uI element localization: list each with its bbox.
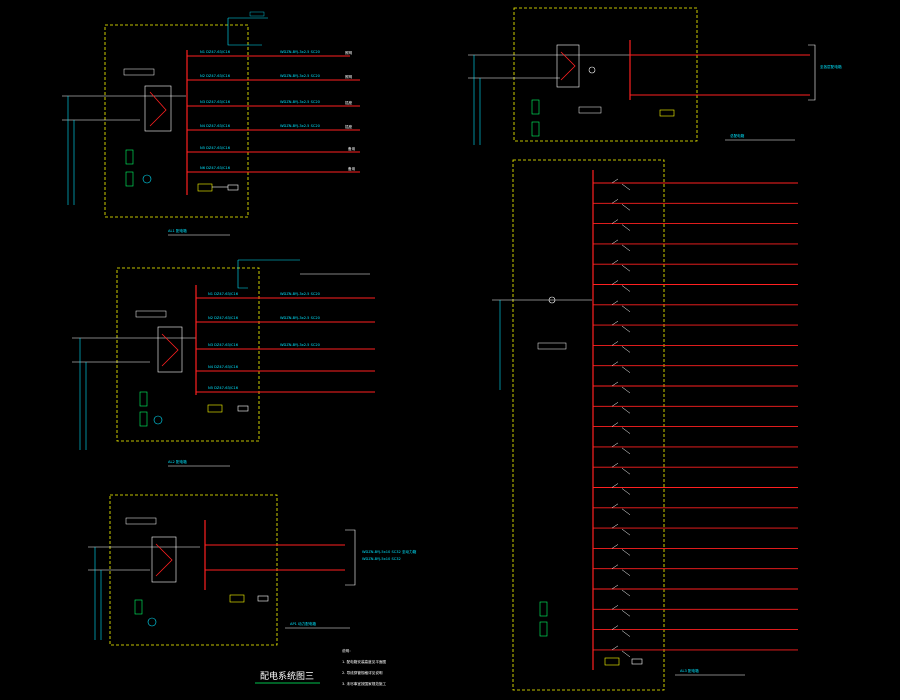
panel-a-meters	[125, 149, 152, 187]
svg-text:1. 配电箱安装高度见平面图: 1. 配电箱安装高度见平面图	[342, 659, 387, 664]
svg-text:N2 DZ47-63/C16: N2 DZ47-63/C16	[200, 74, 231, 78]
panel-e-caption: AL3 配电箱	[680, 668, 699, 673]
svg-text:N4 DZ47-63/C16: N4 DZ47-63/C16	[200, 124, 231, 128]
svg-text:N3 DZ47-63/C16: N3 DZ47-63/C16	[208, 343, 239, 347]
panel-e-breaker-symbol	[611, 523, 631, 536]
panel-e-breaker-symbol	[611, 544, 631, 556]
svg-text:WDZN-BYJ-3x2.5 SC20: WDZN-BYJ-3x2.5 SC20	[280, 100, 321, 104]
svg-text:照明: 照明	[345, 74, 353, 79]
panel-a-incoming-risers	[67, 96, 75, 205]
panel-c-caption: AP1 动力配电箱	[290, 621, 316, 626]
panel-b-branch-lines	[196, 297, 375, 393]
svg-text:N5 DZ47-63/C16: N5 DZ47-63/C16	[200, 146, 231, 150]
panel-a: N1 DZ47-63/C16 WDZN-BYJ-3x2.5 SC20 N2 DZ…	[62, 11, 360, 236]
svg-text:WDZN-BYJ-3x2.5 SC20: WDZN-BYJ-3x2.5 SC20	[280, 50, 321, 54]
panel-e-breaker-symbol	[611, 503, 631, 515]
panel-e-breaker-symbol	[611, 564, 631, 576]
svg-text:说明：: 说明：	[342, 648, 353, 653]
panel-a-top-feed	[227, 17, 268, 46]
panel-e-breaker-symbol	[611, 645, 631, 658]
panel-a-label-box	[123, 68, 155, 76]
svg-text:插座: 插座	[345, 100, 353, 105]
panel-e-breaker-symbol	[611, 381, 631, 394]
svg-text:WDZN-BYJ-5x10 SC32: WDZN-BYJ-5x10 SC32	[362, 557, 401, 561]
panel-e-branch-labels	[611, 178, 631, 658]
panel-e-breaker-symbol	[611, 199, 631, 211]
panel-e-breaker-symbol	[611, 259, 631, 272]
svg-text:N2 DZ47-63/C16: N2 DZ47-63/C16	[208, 316, 239, 320]
panel-e-breaker-symbol	[611, 605, 631, 617]
panel-e-breaker-symbol	[611, 239, 631, 252]
svg-text:WDZN-BYJ-3x2.5 SC20: WDZN-BYJ-3x2.5 SC20	[280, 343, 321, 347]
svg-text:N5 DZ47-63/C16: N5 DZ47-63/C16	[208, 386, 239, 390]
notes-block: 说明： 1. 配电箱安装高度见平面图 2. 导线穿管规格详见说明 3. 未尽事宜…	[342, 648, 387, 686]
svg-text:插座: 插座	[345, 124, 353, 129]
panel-a-branch-lines	[187, 55, 360, 173]
svg-text:N6 DZ47-63/C16: N6 DZ47-63/C16	[200, 166, 231, 170]
panel-e-breaker-symbol	[611, 300, 631, 312]
panel-e-breaker-symbol	[611, 422, 631, 434]
panel-e-breaker-symbol	[611, 219, 631, 231]
panel-d-caption: 总配电箱	[730, 133, 745, 138]
panel-e-breaker-symbol	[611, 442, 631, 455]
svg-text:N1 DZ47-63/C16: N1 DZ47-63/C16	[208, 292, 239, 296]
drawing-title: 配电系统图三	[260, 670, 314, 682]
panel-e: AL3 配电箱	[492, 159, 798, 691]
panel-e-breaker-symbol	[611, 280, 631, 292]
panel-a-incoming	[62, 95, 186, 121]
panel-e-breaker-symbol	[611, 584, 631, 597]
svg-text:照明: 照明	[345, 50, 353, 55]
svg-text:至各层配电箱: 至各层配电箱	[820, 64, 842, 69]
panel-e-breaker-symbol	[611, 625, 631, 637]
panel-e-breaker-symbol	[611, 483, 631, 495]
panel-b-border	[116, 267, 260, 442]
panel-d: 至各层配电箱 总配电箱	[468, 7, 842, 145]
panel-e-breaker-symbol	[611, 402, 631, 414]
panel-e-breaker-symbol	[611, 178, 631, 191]
svg-text:备用: 备用	[348, 166, 356, 171]
svg-text:N3 DZ47-63/C16: N3 DZ47-63/C16	[200, 100, 231, 104]
panel-b-caption: AL2 配电箱	[168, 459, 187, 464]
svg-text:N1 DZ47-63/C16: N1 DZ47-63/C16	[200, 50, 231, 54]
svg-text:WDZN-BYJ-3x2.5 SC20: WDZN-BYJ-3x2.5 SC20	[280, 292, 321, 296]
panel-e-breaker-symbol	[611, 361, 631, 373]
panel-a-branch-labels: N1 DZ47-63/C16 WDZN-BYJ-3x2.5 SC20 N2 DZ…	[200, 50, 321, 170]
panel-e-border	[512, 159, 665, 691]
panel-e-breaker-symbol	[611, 341, 631, 353]
panel-a-spd	[197, 183, 239, 192]
panel-a-caption: AL1 配电箱	[168, 228, 187, 233]
svg-text:备用: 备用	[348, 146, 356, 151]
panel-e-breaker-symbol	[611, 462, 631, 475]
svg-text:WDZN-BYJ-5x10 SC32 至动力箱: WDZN-BYJ-5x10 SC32 至动力箱	[362, 549, 417, 554]
svg-text:WDZN-BYJ-3x2.5 SC20: WDZN-BYJ-3x2.5 SC20	[280, 316, 321, 320]
panel-c: WDZN-BYJ-5x10 SC32 至动力箱 WDZN-BYJ-5x10 SC…	[88, 494, 417, 646]
panel-a-meter-symbol	[149, 91, 167, 127]
panel-e-breaker-symbol	[611, 320, 631, 333]
panel-e-branch-lines	[593, 182, 798, 651]
svg-text:2. 导线穿管规格详见说明: 2. 导线穿管规格详见说明	[342, 670, 383, 675]
panel-d-border	[513, 7, 698, 142]
svg-text:3. 未尽事宜按国家规范施工: 3. 未尽事宜按国家规范施工	[342, 681, 387, 686]
panel-a-meter-box	[144, 85, 172, 132]
svg-text:N4 DZ47-63/C16: N4 DZ47-63/C16	[208, 365, 239, 369]
svg-text:WDZN-BYJ-3x2.5 SC20: WDZN-BYJ-3x2.5 SC20	[280, 124, 321, 128]
svg-text:WDZN-BYJ-3x2.5 SC20: WDZN-BYJ-3x2.5 SC20	[280, 74, 321, 78]
panel-a-border	[104, 24, 249, 218]
